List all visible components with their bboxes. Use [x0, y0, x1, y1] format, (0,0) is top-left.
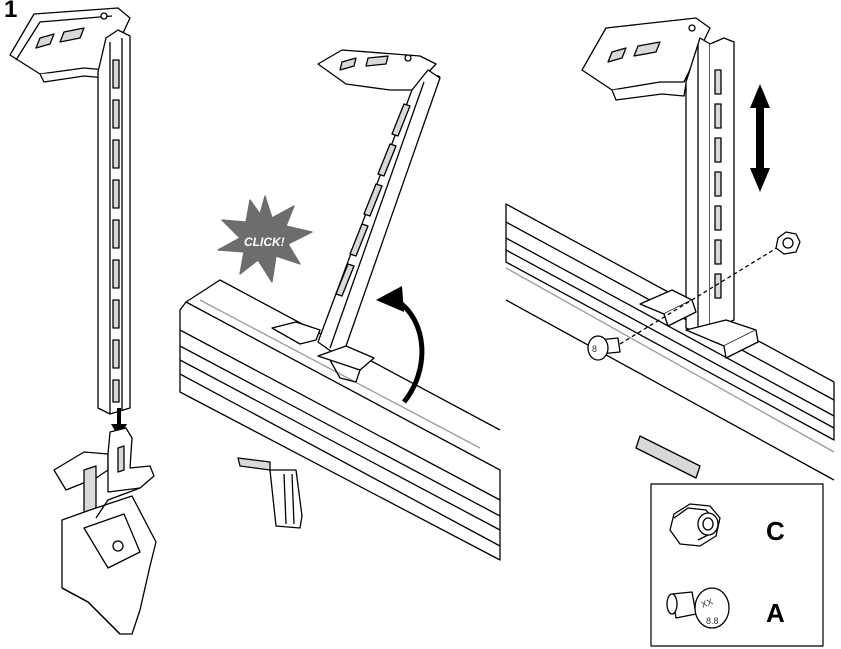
- panel-2-click-mount: CLICK!: [179, 49, 501, 561]
- step-number: 1: [4, 0, 18, 23]
- legend-letter-c: C: [766, 516, 785, 546]
- click-label: CLICK!: [244, 235, 285, 249]
- bolt-a-icon: 8: [587, 335, 621, 361]
- rail-slots: [112, 59, 120, 403]
- svg-text:8: 8: [592, 344, 597, 354]
- nut-c-icon: [775, 231, 801, 255]
- rotate-arrow-icon: [376, 286, 425, 404]
- panel-3-fastening: 8: [505, 17, 835, 481]
- bolt-head-bottom-text: 8.8: [706, 616, 719, 626]
- parts-legend: XX 8.8: [650, 483, 824, 647]
- legend-flange-nut-icon: [669, 503, 721, 547]
- tilted-rail-slots: [335, 103, 411, 297]
- bolt-head-top-text: XX: [700, 596, 715, 610]
- legend-carriage-bolt-icon: XX 8.8: [666, 587, 730, 629]
- click-burst-icon: CLICK!: [217, 195, 313, 283]
- panel-1-hanger-insertion: [9, 7, 157, 635]
- panel3-rail-slots: [714, 69, 722, 299]
- height-adjust-arrow-icon: [750, 84, 770, 192]
- legend-letter-a: A: [766, 598, 785, 628]
- clip-bracket: [53, 427, 157, 635]
